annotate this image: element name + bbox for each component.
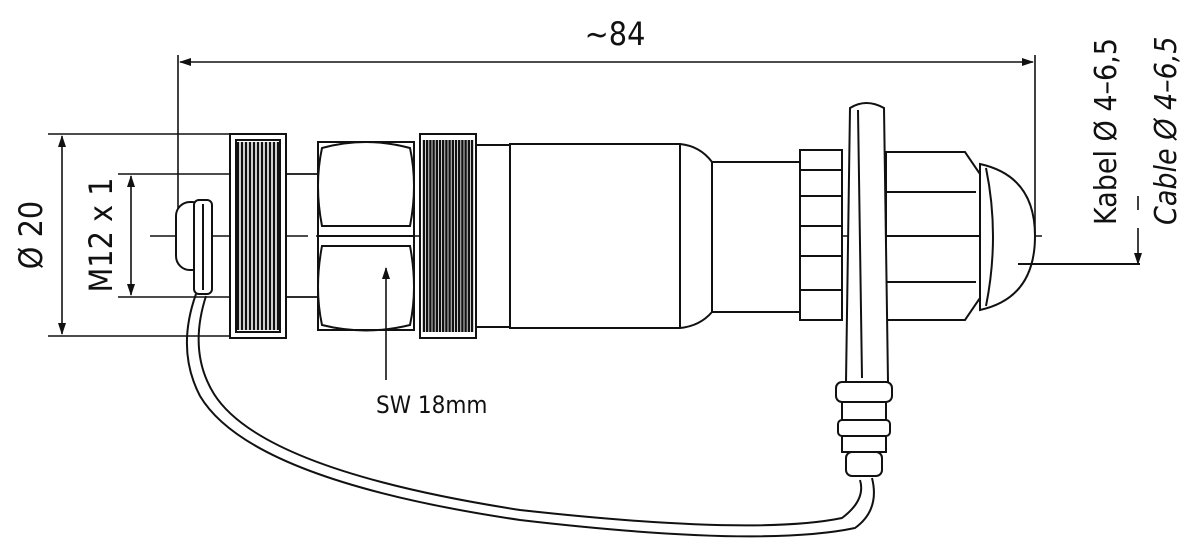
grip-ring-knurling	[422, 140, 474, 332]
diameter-label: Ø 20	[12, 201, 50, 269]
cable-label-german: Kabel Ø 4–6,5	[1089, 38, 1124, 225]
length-label: ~84	[585, 15, 646, 53]
cable-gland	[799, 149, 1140, 321]
thread-label: M12 x 1	[82, 177, 120, 292]
protective-cap	[175, 199, 213, 295]
coupling-nut-knurling	[236, 142, 280, 330]
thread-dimension	[118, 173, 236, 298]
wrench-size-label: SW 18mm	[376, 391, 487, 419]
length-dimension	[177, 55, 1036, 235]
cap-strap-tab	[835, 102, 893, 477]
cable-label-english: Cable Ø 4–6,5	[1149, 36, 1184, 225]
thread-section	[286, 173, 318, 298]
hex-nut	[317, 141, 415, 332]
diameter-dimension	[48, 133, 240, 337]
cap-strap	[185, 293, 875, 538]
connector-body	[475, 143, 801, 329]
